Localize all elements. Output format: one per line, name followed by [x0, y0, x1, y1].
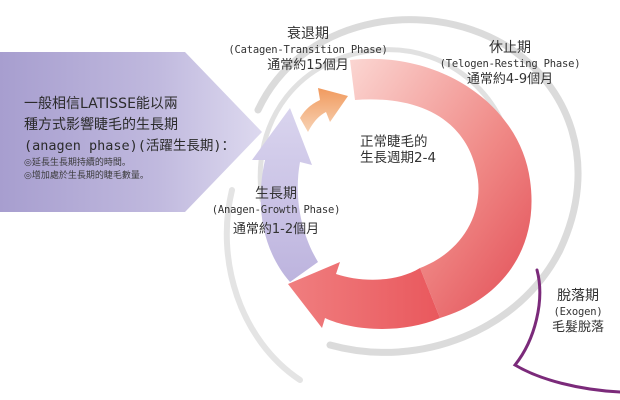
telogen-arc [350, 58, 532, 319]
catagen-label: 衰退期 (Catagen-Transition Phase) 通常約15個月 [218, 26, 398, 74]
callout-bullet-1: ◎延長生長期持續的時間。 [24, 158, 131, 168]
catagen-arc [300, 88, 348, 132]
anagen-callout-arrow [0, 52, 262, 212]
catagen-title: 衰退期 [287, 26, 329, 42]
decorative-swirl-outer [254, 16, 582, 356]
exogen-duration: 毛髮脫落 [551, 320, 604, 335]
catagen-duration: 通常約15個月 [267, 58, 349, 73]
anagen-duration: 通常約1-2個月 [232, 222, 320, 237]
catagen-english: (Catagen-Transition Phase) [228, 44, 388, 56]
decorative-swirl-left [223, 187, 303, 383]
exogen-english: (Exogen) [553, 306, 603, 318]
anagen-label: 生長期 (Anagen-Growth Phase) 通常約1-2個月 [196, 186, 356, 238]
exogen-title: 脫落期 [557, 288, 599, 304]
anagen-arc [252, 108, 318, 282]
center-line-1: 正常睫毛的 [360, 134, 428, 150]
telogen-title: 休止期 [489, 40, 531, 56]
callout-line-1: 一般相信LATISSE能以兩 [24, 96, 178, 112]
callout-line-2: 種方式影響睫毛的生長期 [24, 117, 178, 133]
callout-line-3: (anagen phase)(活躍生長期)： [24, 138, 236, 154]
cycle-center-label: 正常睫毛的 生長週期2-4 [360, 134, 436, 166]
exogen-label: 脫落期 (Exogen) 毛髮脫落 [540, 288, 616, 336]
telogen-english: (Telogen-Resting Phase) [439, 58, 581, 70]
telogen-duration: 通常約4-9個月 [466, 72, 554, 87]
center-line-2: 生長週期2-4 [360, 150, 437, 166]
exogen-curve [512, 268, 620, 394]
anagen-callout: 一般相信LATISSE能以兩 種方式影響睫毛的生長期 (anagen phase… [24, 94, 254, 183]
anagen-title: 生長期 [255, 186, 297, 202]
anagen-english: (Anagen-Growth Phase) [211, 204, 341, 216]
telogen-bottom-arrow [288, 262, 440, 329]
telogen-label: 休止期 (Telogen-Resting Phase) 通常約4-9個月 [425, 40, 595, 88]
callout-bullet-2: ◎增加處於生長期的睫毛數量。 [24, 171, 149, 181]
